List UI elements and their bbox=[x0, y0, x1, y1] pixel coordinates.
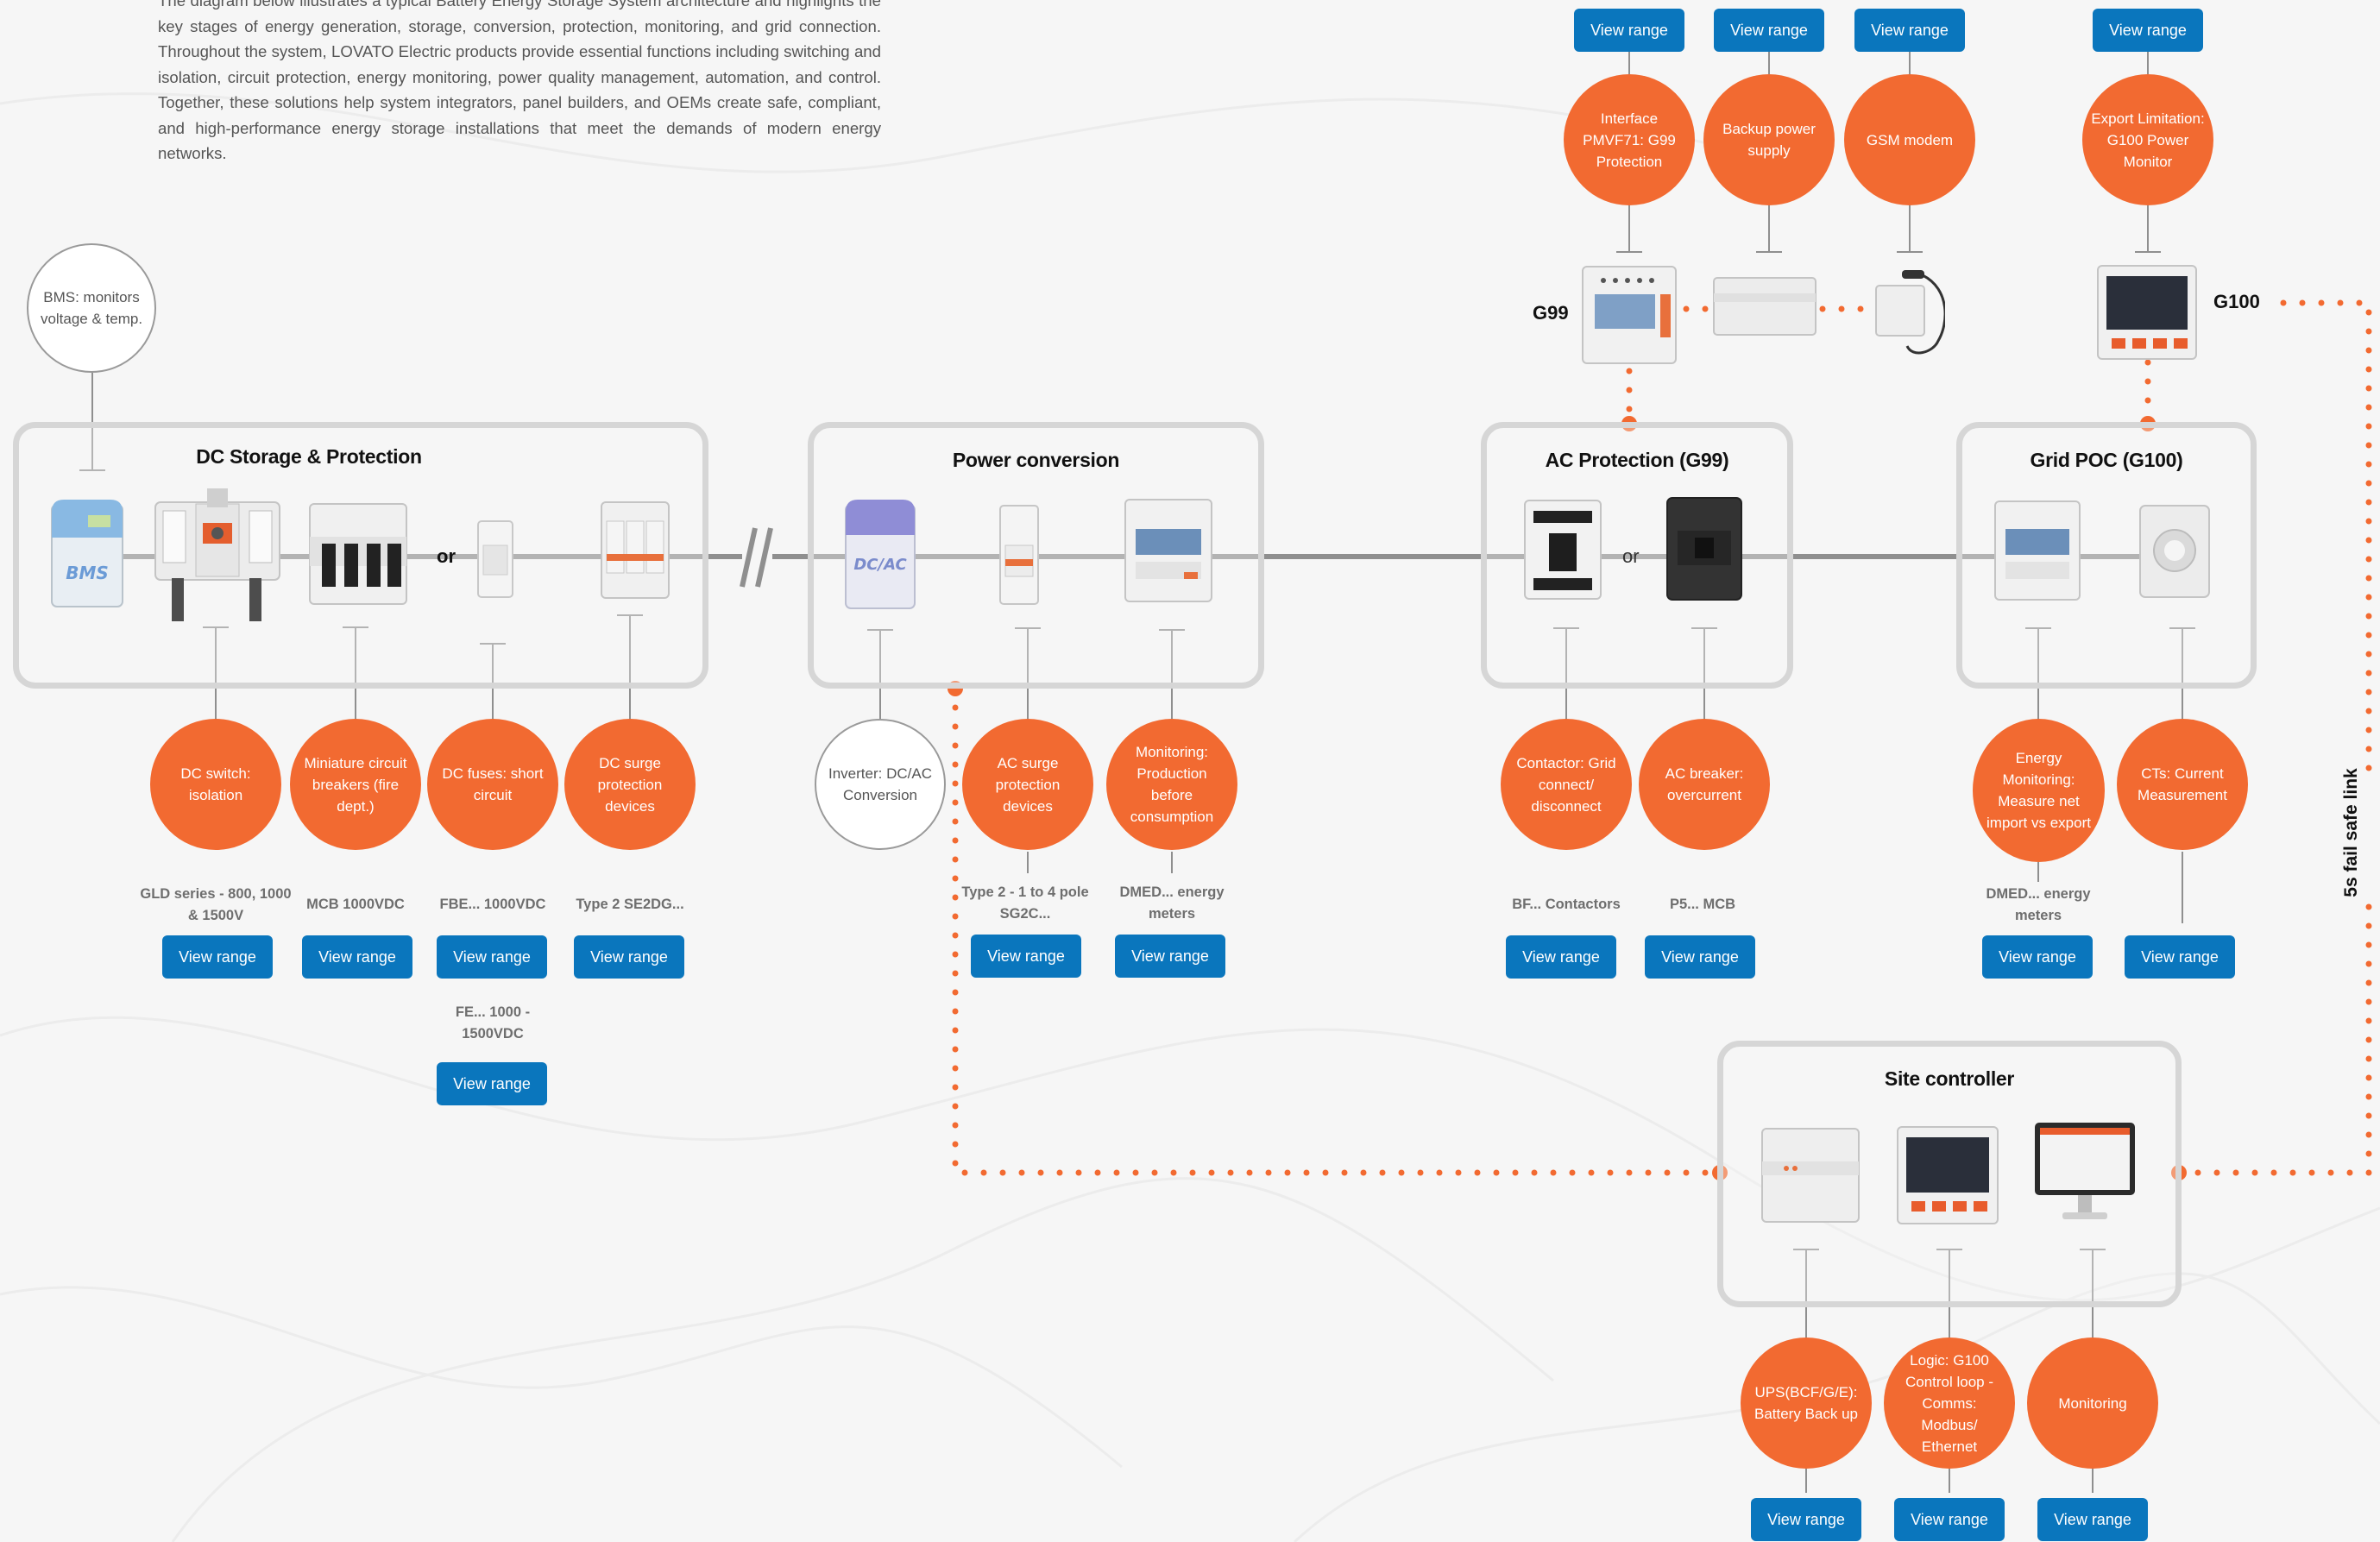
contactor-circle: Contactor: Grid connect/ disconnect bbox=[1501, 719, 1632, 850]
view-range-button-fbe[interactable]: View range bbox=[437, 935, 547, 979]
mcb-circle: Miniature circuit breakers (fire dept.) bbox=[290, 719, 421, 850]
view-range-button-logic[interactable]: View range bbox=[1894, 1498, 2005, 1541]
panel-title-ac-protection: AC Protection (G99) bbox=[1545, 449, 1729, 471]
fbe-label: FBE... 1000VDC bbox=[439, 897, 546, 912]
bms-face-label: BMS bbox=[66, 563, 109, 583]
view-range-button-ups[interactable]: View range bbox=[1751, 1498, 1861, 1541]
inverter-circle: Inverter: DC/AC Conversion bbox=[815, 719, 946, 850]
or-label-dc: or bbox=[437, 545, 456, 567]
logic-circle: Logic: G100 Control loop - Comms: Modbus… bbox=[1884, 1337, 2015, 1469]
ac-moulded-breaker-icon bbox=[1666, 497, 1742, 601]
or-label-ac: or bbox=[1622, 545, 1640, 567]
dc-surge-circle: DC surge protection devices bbox=[564, 719, 696, 850]
gsm-modem-icon bbox=[1875, 270, 1945, 355]
monitoring-circle: Monitoring bbox=[2027, 1337, 2158, 1469]
bms-battery-icon: BMS bbox=[51, 500, 123, 607]
current-transformer-icon bbox=[2139, 505, 2210, 598]
view-range-button-interface[interactable]: View range bbox=[1574, 9, 1684, 52]
gld-series-label: GLD series - 800, 1000 & 1500V bbox=[140, 886, 292, 923]
view-range-button-monitoring[interactable]: View range bbox=[2037, 1498, 2148, 1541]
type2-label: Type 2 SE2DG... bbox=[576, 897, 684, 912]
export-limitation-circle: Export Limitation: G100 Power Monitor bbox=[2082, 74, 2213, 205]
view-range-button-type2[interactable]: View range bbox=[574, 935, 684, 979]
g100-power-monitor-icon bbox=[2097, 265, 2197, 360]
view-range-button-contactors[interactable]: View range bbox=[1506, 935, 1616, 979]
intro-paragraph: The diagram below illustrates a typical … bbox=[158, 0, 881, 162]
panel-title-site-controller: Site controller bbox=[1884, 1067, 2015, 1090]
monitoring-production-circle: Monitoring: Production before consumptio… bbox=[1106, 719, 1237, 850]
inverter-dcac-icon: DC/AC bbox=[845, 500, 916, 609]
g100-controller-icon bbox=[1897, 1126, 1999, 1224]
view-range-button-mcb[interactable]: View range bbox=[302, 935, 412, 979]
dc-fuse-holder-icon bbox=[477, 520, 513, 598]
view-range-button-gsm[interactable]: View range bbox=[1854, 9, 1965, 52]
ac-surge-circle: AC surge protection devices bbox=[962, 719, 1093, 850]
view-range-button-fe[interactable]: View range bbox=[437, 1062, 547, 1105]
p5-mcb-label: P5... MCB bbox=[1669, 897, 1736, 912]
energy-monitoring-circle: Energy Monitoring: Measure net import vs… bbox=[1973, 719, 2105, 862]
bms-info-circle: BMS: monitors voltage & temp. bbox=[27, 243, 156, 373]
panel-title-power-conversion: Power conversion bbox=[952, 449, 1120, 471]
grid-energy-meter-icon bbox=[1994, 500, 2081, 601]
ups-circle: UPS(BCF/G/E): Battery Back up bbox=[1741, 1337, 1872, 1469]
fe-label: FE... 1000 - 1500VDC bbox=[455, 1004, 531, 1042]
miniature-circuit-breaker-icon bbox=[309, 503, 407, 605]
view-range-button-gld[interactable]: View range bbox=[162, 935, 273, 979]
dcac-face-label: DC/AC bbox=[853, 556, 907, 574]
g99-interface-relay-icon bbox=[1582, 266, 1677, 364]
view-range-button-dmed-1[interactable]: View range bbox=[1115, 935, 1225, 978]
fail-safe-link-label: 5s fail safe link bbox=[2341, 768, 2361, 897]
bf-contactors-label: BF... Contactors bbox=[1512, 897, 1621, 912]
view-range-button-cts[interactable]: View range bbox=[2125, 935, 2235, 979]
g100-label: G100 bbox=[2213, 291, 2260, 312]
view-range-button-dmed-2[interactable]: View range bbox=[1982, 935, 2093, 979]
ac-surge-protector-icon bbox=[999, 505, 1039, 605]
view-range-button-export[interactable]: View range bbox=[2093, 9, 2203, 52]
dc-switch-disconnector-icon bbox=[154, 488, 280, 621]
view-range-button-p5[interactable]: View range bbox=[1645, 935, 1755, 979]
ac-breaker-circle: AC breaker: overcurrent bbox=[1639, 719, 1770, 850]
mcb-label: MCB 1000VDC bbox=[306, 897, 405, 912]
dmed-label-1: DMED... energy meters bbox=[1119, 884, 1225, 922]
dc-switch-circle: DC switch: isolation bbox=[150, 719, 281, 850]
view-range-button-backup[interactable]: View range bbox=[1714, 9, 1824, 52]
backup-power-supply-icon bbox=[1713, 277, 1816, 336]
dc-fuses-circle: DC fuses: short circuit bbox=[427, 719, 558, 850]
g99-label: G99 bbox=[1533, 302, 1569, 324]
ups-unit-icon bbox=[1761, 1128, 1860, 1223]
gsm-modem-circle: GSM modem bbox=[1844, 74, 1975, 205]
panel-title-dc-storage: DC Storage & Protection bbox=[196, 445, 422, 468]
interface-pmvf71-circle: Interface PMVF71: G99 Protection bbox=[1564, 74, 1695, 205]
dc-surge-protector-icon bbox=[601, 501, 670, 599]
dmed-energy-meter-icon bbox=[1124, 499, 1212, 602]
view-range-button-ac-surge[interactable]: View range bbox=[971, 935, 1081, 978]
contactor-icon bbox=[1524, 500, 1602, 600]
backup-power-circle: Backup power supply bbox=[1703, 74, 1835, 205]
monitoring-computer-icon bbox=[2035, 1123, 2135, 1219]
type2-ac-label: Type 2 - 1 to 4 pole SG2C... bbox=[961, 884, 1089, 922]
dmed-label-2: DMED... energy meters bbox=[1986, 886, 2091, 923]
cts-circle: CTs: Current Measurement bbox=[2117, 719, 2248, 850]
panel-title-grid-poc: Grid POC (G100) bbox=[2030, 449, 2183, 471]
